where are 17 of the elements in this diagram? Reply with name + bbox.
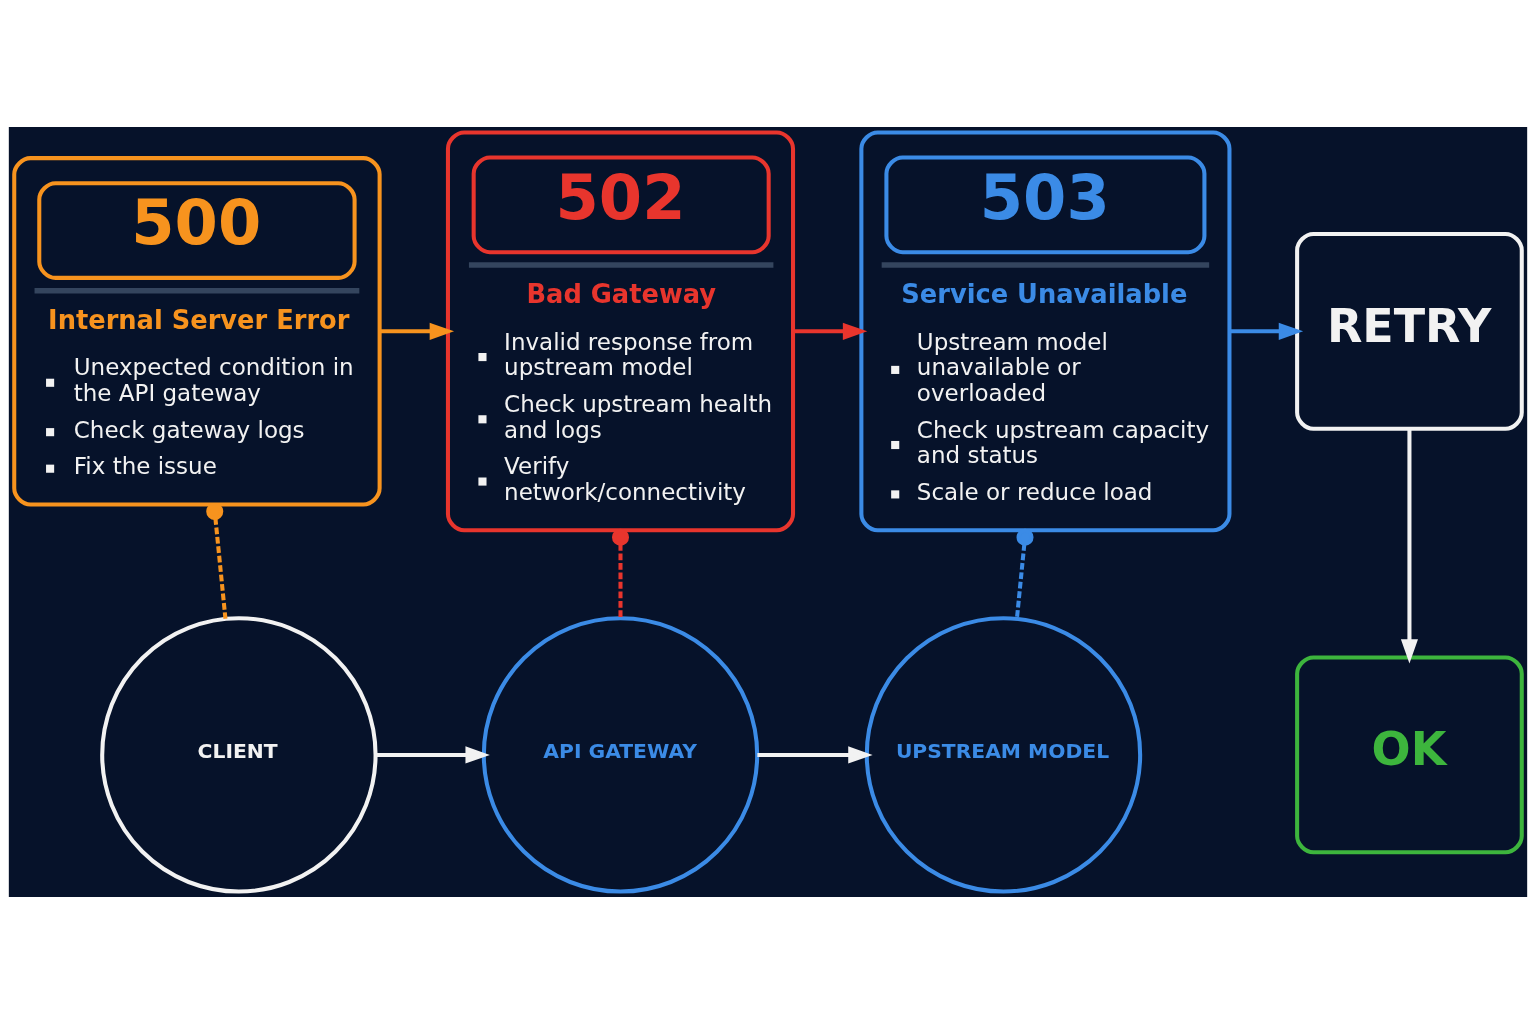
node-box: 502 Bad Gateway Invalid response from upstream model Check upstream health and logs Verify network/connectivity bbox=[445, 130, 796, 533]
arrow bbox=[757, 746, 873, 764]
arrow bbox=[379, 322, 455, 340]
connector bbox=[206, 503, 228, 619]
connector bbox=[611, 528, 629, 618]
arrow bbox=[1229, 322, 1304, 340]
arrow bbox=[793, 322, 868, 340]
connector bbox=[1014, 528, 1034, 619]
node-box: 500 Internal Server Error Unexpected condition in the API gateway Check gateway logs Fix the issue bbox=[12, 156, 382, 507]
node-circle: API GATEWAY bbox=[481, 616, 760, 894]
node-circle: CLIENT bbox=[100, 616, 378, 894]
arrow bbox=[1400, 429, 1418, 664]
arrow bbox=[375, 746, 490, 764]
node-box: OK bbox=[1295, 655, 1524, 855]
node-box: 503 Service Unavailable Upstream model unavailable or overloaded Check upstream capacity and status Scale or reduce load bbox=[859, 130, 1232, 533]
node-circle: UPSTREAM MODEL bbox=[864, 616, 1143, 894]
node-box: RETRY bbox=[1295, 231, 1524, 431]
